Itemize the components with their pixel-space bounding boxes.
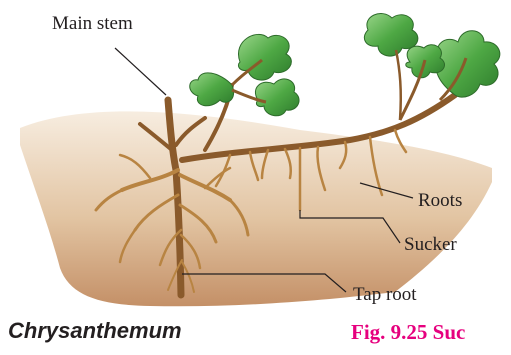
label-sucker: Sucker bbox=[404, 234, 457, 256]
leaf-cluster-left bbox=[190, 34, 299, 115]
figure-caption: Fig. 9.25 Suc bbox=[351, 320, 465, 345]
species-caption: Chrysanthemum bbox=[8, 318, 182, 344]
main-stem-leader bbox=[115, 48, 166, 95]
label-main-stem: Main stem bbox=[52, 13, 133, 35]
label-tap-root: Tap root bbox=[353, 284, 417, 306]
leaf-cluster-right bbox=[364, 14, 499, 120]
label-roots: Roots bbox=[418, 190, 462, 212]
